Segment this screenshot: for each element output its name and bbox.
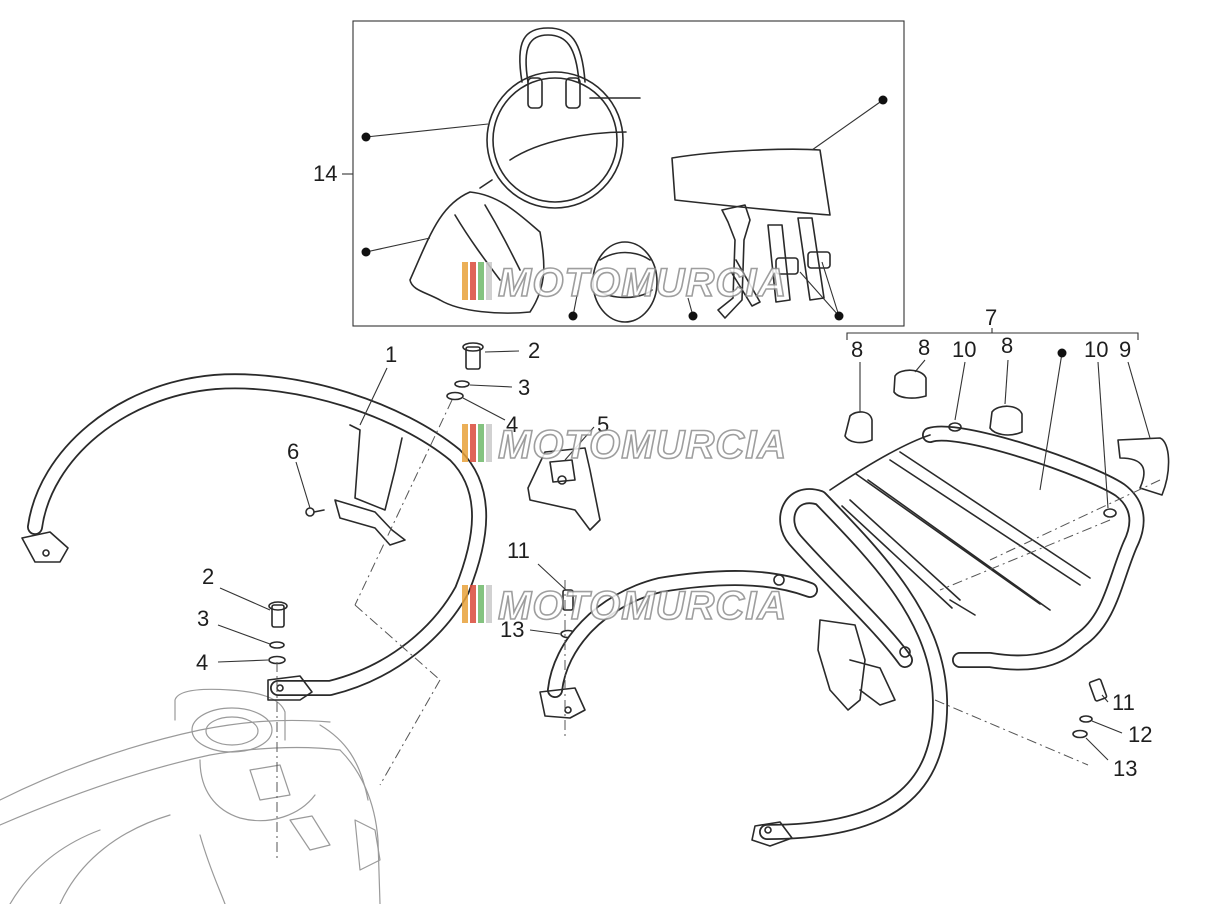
callout-3-top: 3 [518,375,530,400]
watermark-top: MOTOMURCIA [462,260,787,306]
side-stand [717,204,761,319]
band-pad [671,148,831,216]
watermark-stripe [486,262,492,300]
watermark-text-middle: MOTOMURCIA [498,423,787,467]
watermark-stripe [462,424,468,462]
callout-12: 12 [1128,722,1152,747]
fasteners-left [268,342,576,665]
callout-13-left: 13 [500,617,524,642]
kit-dot-band [878,95,888,105]
callout-8-c: 8 [1001,333,1013,358]
kit-dot-cover [361,247,371,257]
callout-labels: 1 2 3 4 5 6 2 3 4 11 13 14 7 8 8 10 8 10… [196,161,1152,781]
callout-6: 6 [287,439,299,464]
callout-3-left: 3 [197,606,209,631]
callout-8-a: 8 [851,337,863,362]
callout-11-right: 11 [1112,690,1135,715]
watermark-stripe [470,585,476,623]
watermark-stripe [462,585,468,623]
strap-pair [767,217,831,303]
kit-dot-straps [834,311,844,321]
callout-2-top: 2 [528,338,540,363]
callout-4-left: 4 [196,650,208,675]
round-bag [479,27,641,209]
callout-11-left: 11 [507,538,530,563]
watermark-stripe [486,585,492,623]
watermark-stripe [478,424,484,462]
callout-13-right: 13 [1113,756,1137,781]
kit-leaders [342,95,888,321]
callout-8-b: 8 [918,335,930,360]
kit-dot-helmet [568,311,578,321]
callout-1: 1 [385,342,397,367]
watermark-bottom: MOTOMURCIA [462,583,787,629]
callout-10-b: 10 [1084,337,1108,362]
rear-grab-handle [21,373,488,701]
callout-2-left: 2 [202,564,214,589]
watermark-stripe [470,262,476,300]
helmet [592,241,658,323]
kit-dot-stand [688,311,698,321]
watermark-stripe [470,424,476,462]
callout-4-top: 4 [506,412,518,437]
watermark-text-bottom: MOTOMURCIA [498,584,787,628]
kit-dot-bag [361,132,371,142]
callout-5: 5 [597,412,609,437]
callout-7: 7 [985,305,997,330]
watermark-stripe [478,262,484,300]
watermark-stripe [486,424,492,462]
watermark-stripe [462,262,468,300]
luggage-rack [539,425,1145,847]
callout-leaders [217,328,1151,761]
scooter-body-outline [0,688,381,904]
watermark-stripe [478,585,484,623]
rack-buffers [844,369,1170,518]
assembly-lines [276,399,1161,860]
callout-9: 9 [1119,337,1131,362]
rack-dot [1057,348,1067,358]
callout-14: 14 [313,161,337,186]
central-bracket [527,447,601,531]
callout-10-a: 10 [952,337,976,362]
fasteners-right [1072,678,1108,739]
watermark-text-top: MOTOMURCIA [498,261,787,305]
cloth-cover [409,191,545,314]
watermark-middle: MOTOMURCIA [462,422,787,468]
